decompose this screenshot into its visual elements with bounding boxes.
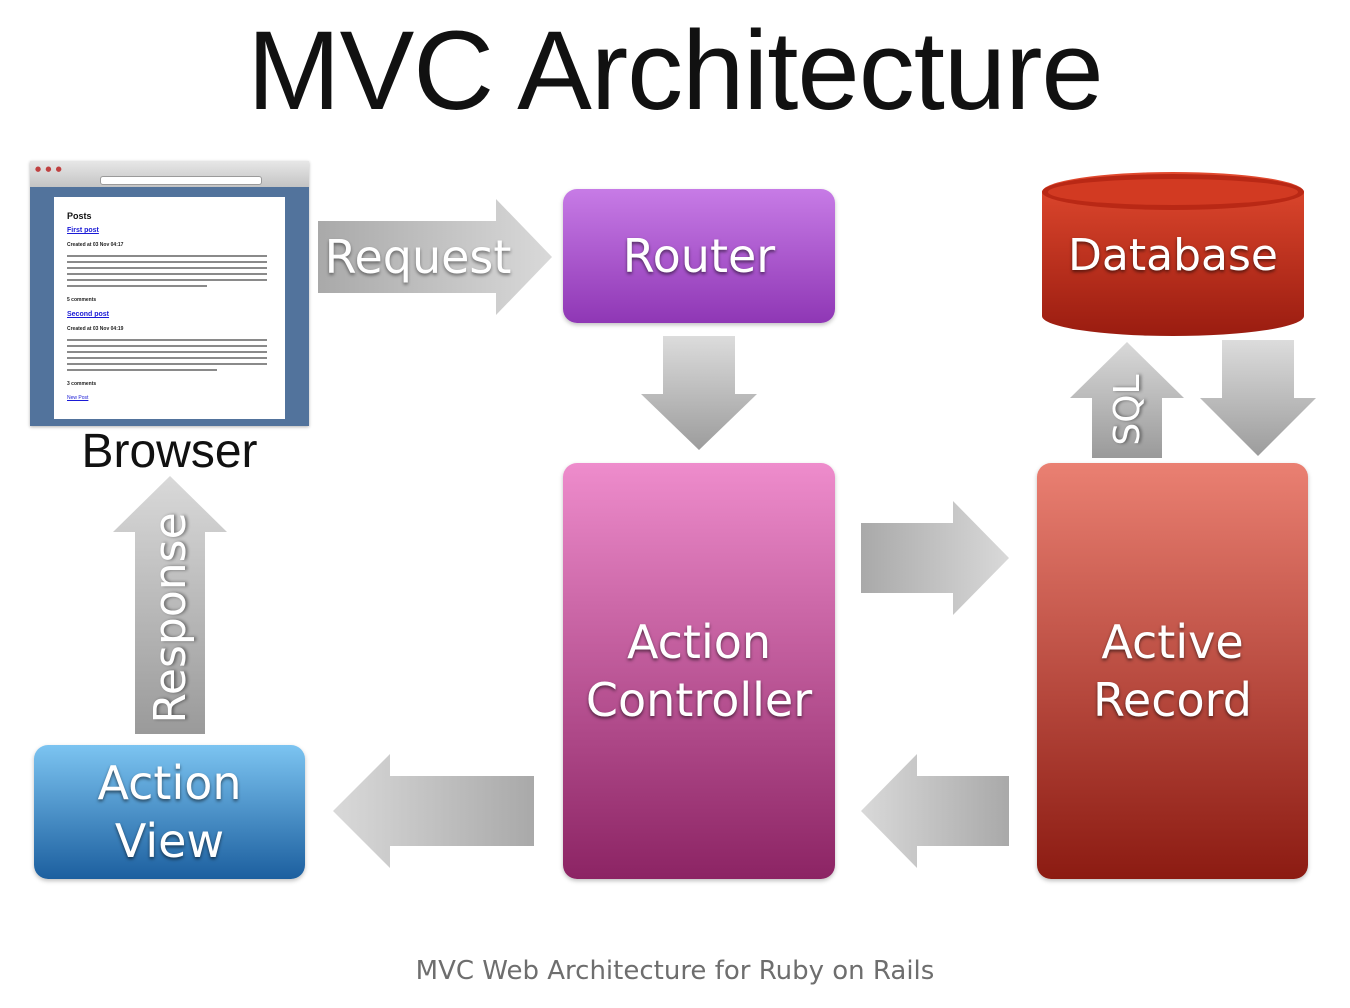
text-line bbox=[67, 267, 267, 269]
page-heading: Posts bbox=[67, 211, 92, 221]
model-to-controller-arrow bbox=[861, 754, 1009, 868]
db-to-model-arrow bbox=[1200, 340, 1316, 456]
router-to-controller-arrow bbox=[641, 336, 757, 450]
text-line bbox=[67, 363, 267, 365]
post-meta: Created at 03 Nov 04:19 bbox=[67, 326, 124, 332]
controller-to-model-arrow bbox=[861, 501, 1009, 615]
text-line bbox=[67, 285, 207, 287]
active-record-box: Active Record bbox=[1037, 463, 1308, 879]
database-label: Database bbox=[1068, 229, 1278, 281]
diagram-title: MVC Architecture bbox=[247, 8, 1103, 133]
text-line bbox=[67, 273, 267, 275]
post-title-link: Second post bbox=[67, 311, 110, 318]
text-line bbox=[67, 345, 267, 347]
response-arrow bbox=[113, 476, 227, 734]
text-line bbox=[67, 339, 267, 341]
text-line bbox=[67, 255, 267, 257]
browser-label: Browser bbox=[81, 425, 258, 478]
text-line bbox=[67, 357, 267, 359]
post-comments: 5 comments bbox=[67, 297, 97, 303]
response-label: Response bbox=[144, 512, 196, 724]
figure-caption: MVC Web Architecture for Ruby on Rails bbox=[415, 956, 935, 986]
window-controls-icon: ● ● ● bbox=[35, 165, 63, 173]
browser-url-bar bbox=[100, 176, 262, 185]
browser-toolbar: ● ● ● bbox=[30, 161, 309, 187]
text-line bbox=[67, 279, 267, 281]
request-label: Request bbox=[324, 230, 512, 284]
new-post-link: New Post bbox=[67, 395, 89, 401]
post-comments: 3 comments bbox=[67, 381, 97, 387]
post-title-link: First post bbox=[67, 227, 99, 234]
text-line bbox=[67, 351, 267, 353]
browser-page: Posts First post Created at 03 Nov 04:17… bbox=[54, 197, 285, 419]
request-arrow bbox=[318, 199, 552, 315]
post-meta: Created at 03 Nov 04:17 bbox=[67, 242, 124, 248]
text-line bbox=[67, 261, 267, 263]
sql-arrow bbox=[1070, 342, 1184, 458]
action-view-box: Action View bbox=[34, 745, 305, 879]
text-line bbox=[67, 369, 217, 371]
database-cylinder-icon bbox=[1042, 172, 1304, 336]
controller-to-view-arrow bbox=[333, 754, 534, 868]
browser-window-icon: ● ● ● Posts First post Created at 03 Nov… bbox=[30, 161, 309, 426]
sql-label: SQL bbox=[1106, 374, 1148, 446]
action-controller-box: Action Controller bbox=[563, 463, 835, 879]
router-box: Router bbox=[563, 189, 835, 323]
